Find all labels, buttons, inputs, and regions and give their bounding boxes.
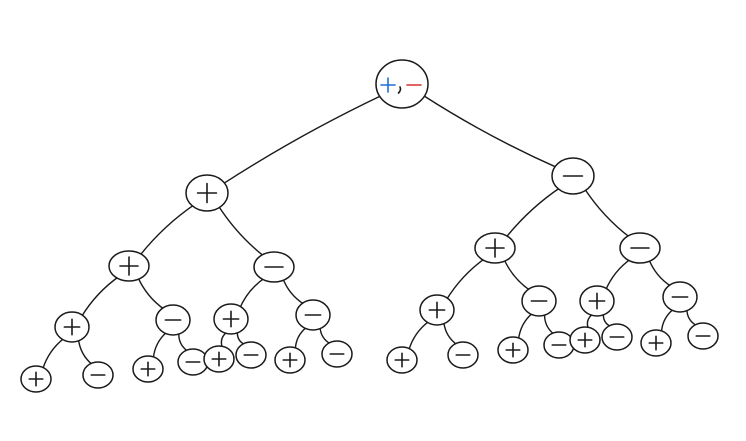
node-minus <box>177 348 209 376</box>
tree-edge <box>281 276 306 306</box>
tree-edges <box>41 94 698 371</box>
node-minus <box>521 285 557 317</box>
node-plus <box>185 174 229 212</box>
tree-edge <box>152 331 168 360</box>
node-circle <box>375 59 429 109</box>
node-minus <box>82 361 114 389</box>
root-node <box>375 59 429 109</box>
node-plus <box>20 365 52 393</box>
node-plus <box>640 329 672 357</box>
node-plus <box>132 355 164 383</box>
node-plus <box>419 294 455 326</box>
tree-edge <box>660 308 675 334</box>
node-plus <box>474 232 516 264</box>
node-minus <box>295 299 331 331</box>
tree-edge <box>445 257 487 301</box>
tree-edge <box>238 276 267 310</box>
tree-edge <box>647 257 673 288</box>
tree-edge <box>41 337 66 371</box>
tree-edge <box>319 325 332 345</box>
node-plus <box>213 303 249 335</box>
node-plus <box>569 326 601 354</box>
tree-edge <box>502 257 532 292</box>
tree-edge <box>136 275 166 311</box>
node-minus <box>601 323 633 351</box>
node-plus <box>54 311 90 343</box>
node-plus <box>579 285 615 317</box>
tree-edge <box>543 312 555 336</box>
tree-edge <box>583 187 632 239</box>
tree-edge <box>408 320 430 352</box>
tree-edge <box>443 320 458 346</box>
node-plus <box>108 250 150 282</box>
node-minus <box>543 331 575 359</box>
tree-edge <box>422 94 560 170</box>
tree-edge <box>504 186 562 240</box>
comma-mark <box>397 86 402 94</box>
tree-edge <box>217 204 266 258</box>
node-minus <box>619 232 661 264</box>
node-minus <box>687 322 719 350</box>
tree-edge <box>220 95 382 186</box>
tree-edge <box>517 312 534 341</box>
node-plus <box>203 345 235 373</box>
node-minus <box>321 340 353 368</box>
node-minus <box>662 281 698 313</box>
tree-nodes <box>20 59 719 393</box>
tree-edge <box>80 275 121 318</box>
node-minus <box>235 341 267 369</box>
node-minus <box>551 157 595 195</box>
node-minus <box>253 251 295 283</box>
tree-edge <box>294 326 308 351</box>
node-plus <box>386 346 418 374</box>
node-minus <box>447 341 479 369</box>
tree-edge <box>178 331 189 353</box>
node-minus <box>155 304 191 336</box>
tree-edge <box>138 203 196 258</box>
node-plus <box>274 346 306 374</box>
node-plus <box>497 336 529 364</box>
tree-edge <box>686 307 698 327</box>
tree-edge <box>604 257 633 292</box>
tree-edge <box>220 331 228 349</box>
tree-edge <box>77 338 94 366</box>
